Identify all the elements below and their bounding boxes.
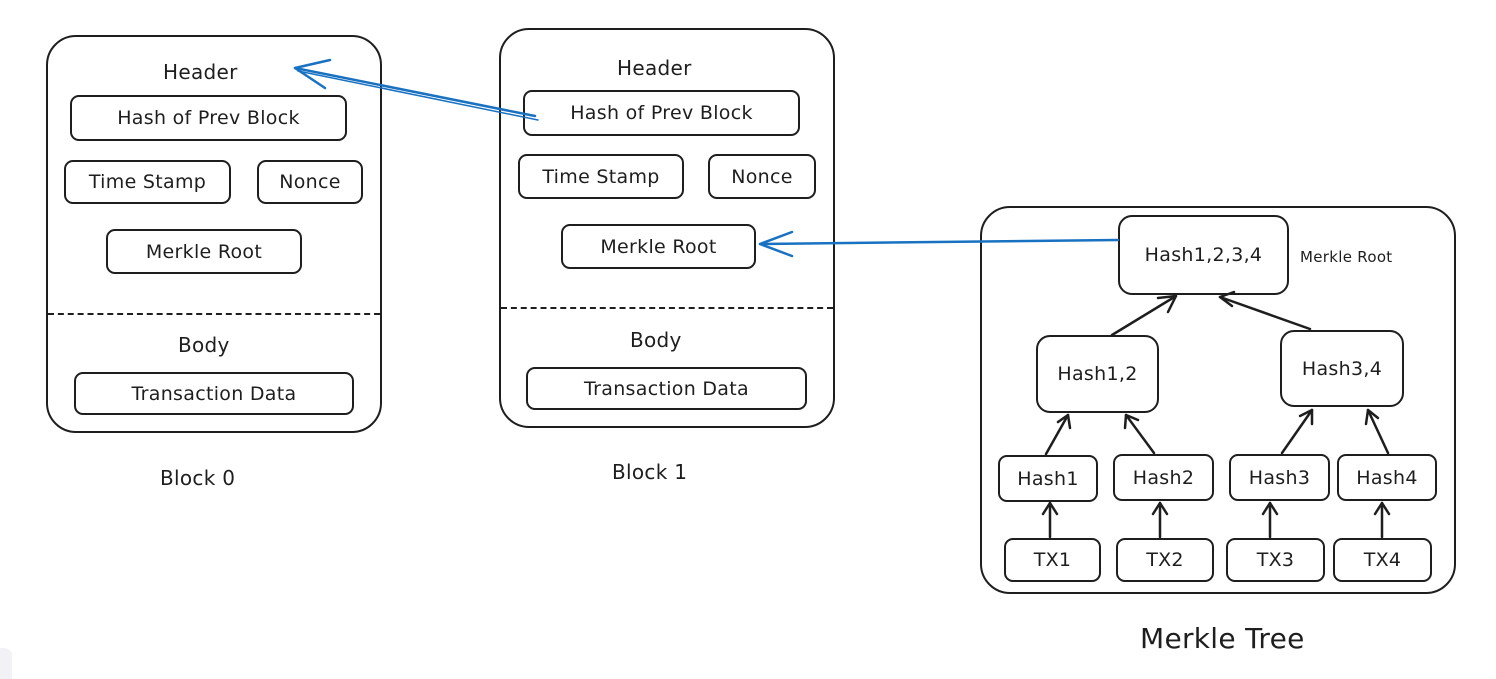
hash-3-4-node: Hash3,4: [1280, 330, 1404, 407]
hash-4-node: Hash4: [1337, 454, 1437, 501]
block-1-header-body-divider: [501, 307, 833, 309]
block-0-nonce-box: Nonce: [257, 160, 363, 204]
block-1-caption: Block 1: [612, 460, 688, 484]
hash-1-2-node: Hash1,2: [1036, 335, 1159, 413]
merkle-root-hash-node: Hash1,2,3,4: [1118, 215, 1289, 295]
block-1-nonce-box: Nonce: [708, 154, 816, 199]
tx-2-node: TX2: [1116, 538, 1214, 582]
hash-1-node: Hash1: [998, 455, 1098, 502]
block-1-merkle-root-box: Merkle Root: [561, 224, 756, 269]
block-0-caption: Block 0: [160, 466, 236, 490]
block-0-header-label: Header: [163, 60, 238, 84]
block-0-timestamp-box: Time Stamp: [64, 160, 231, 204]
merkle-tree-caption: Merkle Tree: [1140, 622, 1305, 655]
block-0-header-body-divider: [48, 313, 380, 315]
hash-3-node: Hash3: [1229, 454, 1330, 501]
block-1-timestamp-box: Time Stamp: [518, 154, 684, 199]
block-1-hash-prev-box: Hash of Prev Block: [523, 90, 800, 136]
merkle-root-annotation: Merkle Root: [1300, 248, 1393, 266]
tx-1-node: TX1: [1004, 538, 1101, 582]
block-0-hash-prev-box: Hash of Prev Block: [70, 95, 347, 141]
block-1-header-label: Header: [617, 56, 692, 80]
block-1-transaction-data-box: Transaction Data: [526, 367, 807, 410]
block-0-transaction-data-box: Transaction Data: [74, 372, 354, 415]
tx-4-node: TX4: [1333, 538, 1432, 582]
tx-3-node: TX3: [1226, 538, 1325, 582]
block-0-merkle-root-box: Merkle Root: [106, 229, 302, 274]
canvas-corner-shade: [0, 648, 12, 679]
hash-2-node: Hash2: [1113, 454, 1214, 501]
block-1-body-label: Body: [630, 328, 682, 352]
block-0-body-label: Body: [178, 333, 230, 357]
